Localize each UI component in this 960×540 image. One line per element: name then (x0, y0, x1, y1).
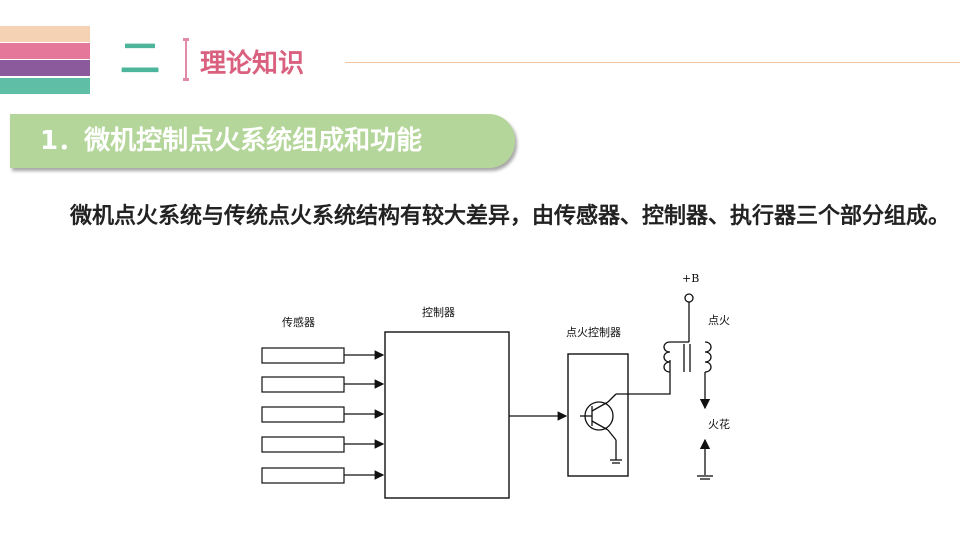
coil-label: 点火线圈 (708, 313, 730, 327)
controller-block (384, 331, 510, 499)
sensor-block (261, 376, 345, 393)
section-divider (185, 40, 187, 80)
igniter-block (567, 353, 629, 477)
ignition-system-diagram: 传感器 控制器 点火控制器 +B 点火线圈 (261, 272, 730, 499)
decor-stripe-pink (0, 43, 90, 59)
section-number: 二 (120, 36, 160, 82)
heading-banner: 1．微机控制点火系统组成和功能 (10, 114, 515, 168)
section-title: 理论知识 (200, 49, 305, 79)
controller-label: 控制器 (422, 305, 455, 319)
section-divider-top (183, 38, 189, 41)
spark-plug-icon (697, 438, 713, 480)
decor-stripe-purple (0, 60, 90, 76)
section-divider-bottom (183, 78, 189, 81)
plug-label: 火花塞 (708, 417, 730, 431)
sensor-arrows (344, 350, 385, 480)
ignition-coil-icon (663, 341, 712, 410)
sensor-block (261, 406, 345, 423)
sensor-block (261, 436, 345, 453)
igniter-to-coil-wire (616, 360, 671, 395)
sensor-label: 传感器 (282, 316, 315, 329)
body-paragraph: 微机点火系统与传统点火系统结构有较大差异，由传感器、控制器、执行器三个部分组成。 (70, 204, 951, 229)
sensor-block (261, 347, 345, 364)
transistor-icon (580, 393, 622, 464)
sensor-block (261, 467, 345, 484)
igniter-label: 点火控制器 (566, 325, 621, 339)
decor-stripe-teal (0, 78, 90, 94)
heading-text: 1．微机控制点火系统组成和功能 (40, 126, 423, 156)
decor-stripe-peach (0, 26, 90, 42)
supply-label: +B (682, 272, 699, 285)
sensor-blocks (261, 347, 345, 484)
supply-terminal (684, 293, 694, 303)
title-underline (345, 62, 960, 63)
